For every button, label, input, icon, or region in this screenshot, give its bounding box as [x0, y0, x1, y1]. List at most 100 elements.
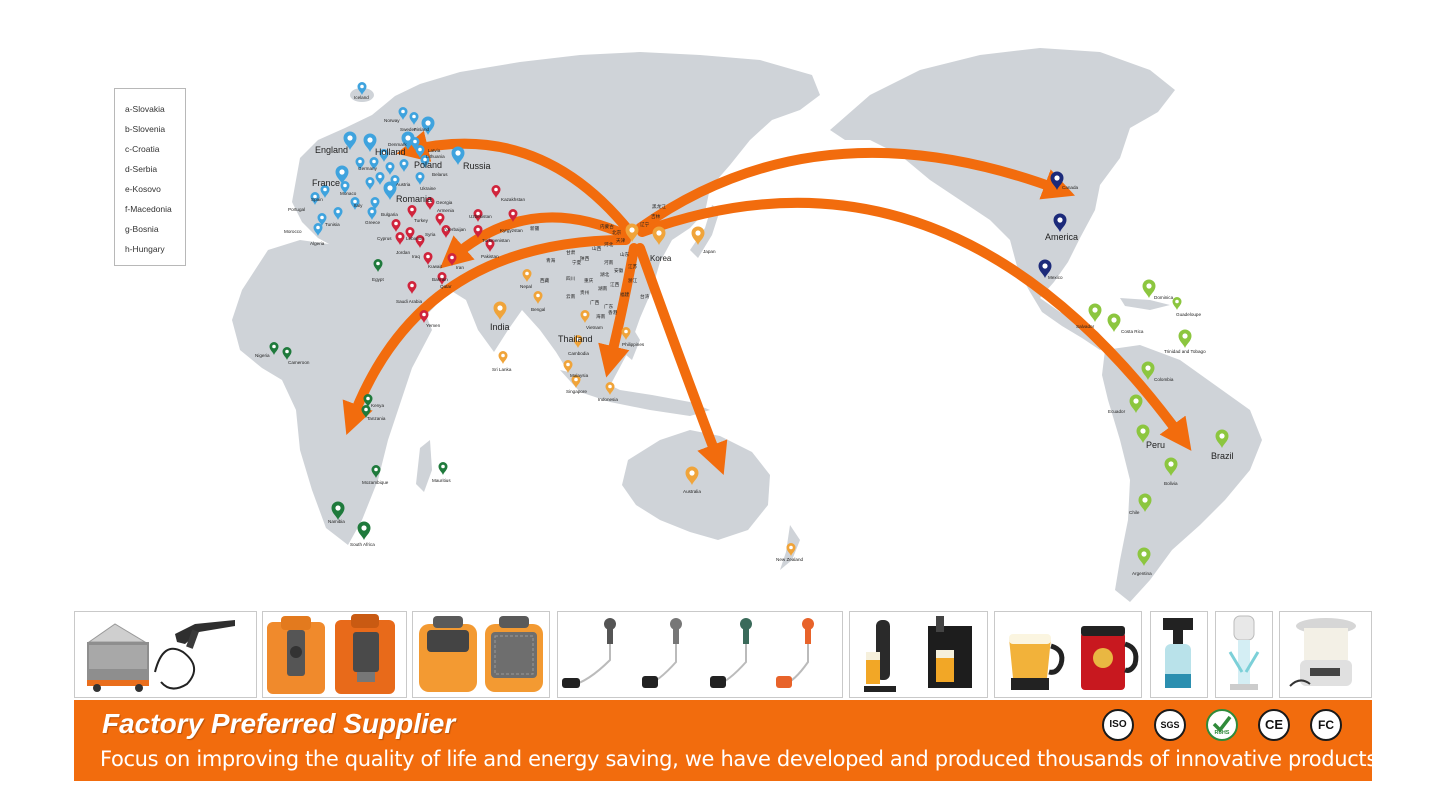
- arrow-to-middle-east: [439, 212, 633, 269]
- label-azerbaijan: Azerbaijan: [444, 227, 466, 232]
- label-china-city: 台湾: [640, 293, 650, 300]
- label-turkey: Turkey: [414, 218, 429, 223]
- rohs-badge-icon: RoHS: [1206, 709, 1238, 741]
- fcc-badge-label: FC: [1318, 718, 1334, 732]
- label-mauritius: Mauritius: [432, 478, 451, 483]
- label-kazakhstan: Kazakhstan: [501, 197, 525, 202]
- label-salvador: Salvador: [1076, 324, 1095, 329]
- product-image-portable-shower: [262, 611, 407, 698]
- label-china-city: 海南: [596, 313, 606, 320]
- ce-badge-label: CE: [1264, 717, 1284, 732]
- label-iraq: Iraq: [412, 254, 420, 259]
- label-vietnam: Vietnam: [586, 325, 603, 330]
- label-malaysia: Malaysia: [570, 373, 589, 378]
- label-china-city: 湖北: [600, 271, 610, 278]
- label-china-city: 新疆: [530, 225, 540, 232]
- label-trinidad: Trinidad and Tobago: [1164, 349, 1206, 354]
- label-yemen: Yemen: [426, 323, 441, 328]
- label-china-city: 贵州: [580, 289, 590, 296]
- label-qatar: Qatar: [440, 284, 452, 289]
- label-georgia: Georgia: [436, 200, 453, 205]
- label-china-city: 四川: [566, 276, 576, 281]
- label-england: England: [315, 145, 348, 155]
- legend-item: f-Macedonia: [125, 204, 172, 214]
- label-chile: Chile: [1129, 510, 1140, 515]
- label-japan: Japan: [703, 249, 716, 254]
- label-kuwait: Kuwait: [428, 264, 443, 269]
- landmasses: [232, 48, 1262, 602]
- label-uzbekistan: Uzbekistan: [469, 214, 492, 219]
- product-image-spray-bottle: [1150, 611, 1208, 698]
- label-china-city: 河北: [604, 241, 614, 248]
- banner-title: Factory Preferred Supplier: [102, 708, 456, 739]
- label-bahrain: Bahrain: [432, 277, 448, 282]
- label-nepal: Nepal: [520, 284, 532, 289]
- label-namibia: Namibia: [328, 519, 345, 524]
- label-monaco: Monaco: [340, 191, 357, 196]
- china-city-labels: 黑龙江 吉林 辽宁 北京 天津 河北 山西 内蒙古 陕西 甘肃 宁夏 新疆 青海…: [530, 203, 666, 320]
- label-nigeria: Nigeria: [255, 353, 270, 358]
- rohs-badge-label: RoHS: [1214, 730, 1230, 736]
- label-thailand: Thailand: [558, 334, 593, 344]
- label-france: France: [312, 178, 340, 188]
- label-guadeloupe: Guadeloupe: [1176, 312, 1201, 317]
- label-china-city: 天津: [616, 237, 626, 244]
- label-china-city: 吉林: [651, 213, 661, 220]
- label-china-city: 甘肃: [566, 249, 576, 256]
- country-legend: a-Slovakia b-Slovenia c-Croatia d-Serbia…: [114, 88, 186, 266]
- label-italy: Italy: [354, 203, 363, 208]
- label-holland: Holland: [375, 147, 406, 157]
- label-philippines: Philippines: [622, 342, 645, 347]
- label-new-zealand: New Zealand: [776, 557, 804, 562]
- banner-subtitle: Focus on improving the quality of life a…: [100, 747, 1384, 771]
- label-bengal: Bengal: [531, 307, 545, 312]
- label-germany: Germany: [358, 166, 378, 171]
- label-tunisia: Tunisia: [325, 222, 340, 227]
- label-china-city: 重庆: [584, 277, 594, 284]
- label-poland: Poland: [414, 160, 442, 170]
- label-belarus: Belarus: [432, 172, 448, 177]
- label-armenia: Armenia: [437, 208, 455, 213]
- label-china-city: 香港: [608, 309, 618, 316]
- label-sri-lanka: Sri Lanka: [492, 367, 512, 372]
- label-mozambique: Mozambique: [362, 480, 389, 485]
- legend-item: g-Bosnia: [125, 224, 159, 234]
- ce-badge-icon: CE: [1258, 709, 1290, 741]
- label-iran: Iran: [456, 265, 464, 270]
- label-china-city: 黑龙江: [652, 203, 666, 210]
- label-morocco: Morocco: [284, 229, 302, 234]
- label-china-city: 陕西: [580, 255, 590, 262]
- arrow-to-europe: [396, 130, 635, 237]
- label-portugal: Portugal: [288, 207, 305, 212]
- product-image-camping-lantern: [1279, 611, 1372, 698]
- label-iceland: Iceland: [354, 95, 369, 100]
- label-singapore: Singapore: [566, 389, 587, 394]
- iso-badge-icon: ISO: [1102, 709, 1134, 741]
- label-syria: Syria: [425, 232, 436, 237]
- label-china-city: 西藏: [540, 277, 550, 284]
- label-china-city: 江西: [610, 281, 620, 288]
- legend-item: e-Kosovo: [125, 184, 161, 194]
- legend-item: h-Hungary: [125, 244, 165, 254]
- label-bulgaria: Bulgaria: [381, 212, 398, 217]
- label-china-city: 河南: [604, 259, 614, 265]
- label-lithuania: Lithuania: [426, 154, 445, 159]
- fcc-badge-icon: FC: [1310, 709, 1342, 741]
- label-india: India: [490, 322, 510, 332]
- arrow-to-south-america: [637, 197, 1192, 451]
- arrow-to-africa: [342, 235, 631, 435]
- export-arrows: [342, 130, 1192, 475]
- label-austria: Austria: [396, 182, 411, 187]
- label-jordan: Jordan: [396, 250, 410, 255]
- product-image-pressure-washer: [74, 611, 257, 698]
- legend-item: b-Slovenia: [125, 124, 166, 134]
- label-brazil: Brazil: [1211, 451, 1234, 461]
- label-algeria: Algeria: [310, 241, 325, 246]
- label-china-city: 福建: [620, 291, 630, 298]
- label-ecuador: Ecuador: [1108, 409, 1126, 414]
- product-image-water-tank: [412, 611, 550, 698]
- label-dominica: Dominica: [1154, 295, 1174, 300]
- label-china-city: 辽宁: [640, 221, 650, 228]
- label-colombia: Colombia: [1154, 377, 1174, 382]
- label-peru: Peru: [1146, 440, 1165, 450]
